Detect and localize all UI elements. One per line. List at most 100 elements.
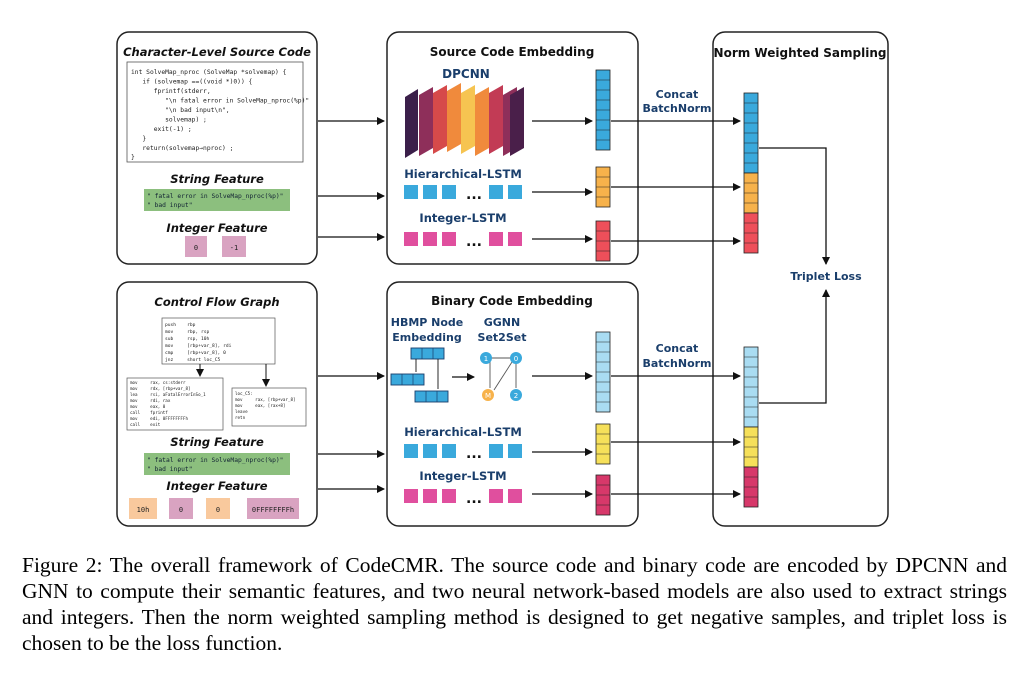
binary-integer-vector [595,474,611,516]
graph-node [510,389,522,401]
source-code-box [126,61,304,163]
token-square [404,185,418,199]
dpcnn-layer [475,87,489,156]
source-integer-vector [595,220,611,262]
dpcnn-layer [405,89,418,158]
token-square [442,489,456,503]
graph-node [480,352,492,364]
token-square [489,444,503,458]
graph-node-label: 0 [514,355,518,363]
binary-string-box [144,453,290,475]
dpcnn-layer [433,85,447,154]
asm-line: lea rsi, aFatalErrorInSo_1 [130,392,206,397]
integer-chip-value: 10h [137,506,150,514]
ggnn-label: Set2Set [478,331,527,344]
code-line: int SolveMap_nproc (SolveMap *solvemap) … [131,69,287,76]
token-square [508,185,522,199]
token-square [489,489,503,503]
asm-line: mov [rbp+var_8], rdi [165,343,232,349]
dpcnn-layer [447,83,461,152]
code-line: } [131,154,135,161]
integer-chip-value: 0 [194,244,198,252]
dpcnn-layer [489,85,503,154]
integer-chip-value: 0FFFFFFFFh [252,506,294,514]
integer-chip [247,498,299,519]
asm-line: mov eax, [rax+8] [235,403,285,408]
figure-caption: Figure 2: The overall framework of CodeC… [22,553,1007,655]
ellipsis: ... [466,234,482,250]
token-square [508,444,522,458]
binary-string-feature-label: String Feature [170,435,264,449]
source-integer-feature-label: Integer Feature [166,221,267,235]
integer-chip-value: 0 [179,506,183,514]
token-square [423,444,437,458]
flow-arrows [318,117,830,498]
asm-line: mov rax, cs:stderr [130,380,186,385]
asm-line: mov rdi, rax [130,398,171,403]
token-square [404,489,418,503]
source-code-text: int SolveMap_nproc (SolveMap *solvemap) … [131,69,309,161]
token-square [442,185,456,199]
integer-chip [185,236,207,257]
binary-graph-vector [595,331,611,413]
code-line: "\n bad input\n", [131,107,230,114]
asm-line: leave [235,409,248,414]
asm-line: jnz short loc_C5 [165,357,221,363]
token-square [423,185,437,199]
int-lstm-label: Integer-LSTM [419,469,506,483]
token-square [508,489,522,503]
integer-chip [206,498,230,519]
source-string-feature-label: String Feature [170,172,264,186]
dpcnn-label: DPCNN [442,67,490,81]
concat-label: Concat [656,88,699,101]
dpcnn-layers [405,83,524,158]
code-line: exit(-1) ; [131,126,192,133]
triplet-loss-label: Triplet Loss [790,270,862,283]
integer-chip [129,498,157,519]
string-line: " fatal error in SolveMap_nproc(%p)" [147,193,283,200]
batchnorm-label: BatchNorm [642,102,711,115]
token-square [404,444,418,458]
hbmp-label: HBMP Node [391,316,464,329]
framework-diagram: Character-Level Source Code int SolveMap… [116,31,889,527]
asm-line: mov eax, 0 [130,404,166,409]
hbmp-node-embedding-graphic [390,347,449,403]
code-line: solvemap) ; [131,117,207,124]
hier-lstm-label: Hierarchical-LSTM [404,425,522,439]
asm-line: call exit [130,422,161,427]
code-line: return(solvemap→nproc) ; [131,145,233,152]
code-line: if (solvemap ==((void *)0)) { [131,79,253,86]
graph-node-label: 2 [514,392,518,400]
source-concat-vector [743,92,759,254]
integer-chip [169,498,193,519]
hbmp-label: Embedding [392,331,462,344]
binary-embedding-panel [386,281,639,527]
cfg-top-block [161,317,276,365]
binary-concat-vector [743,346,759,508]
ellipsis: ... [466,491,482,507]
arrow-to-triplet-loss [759,289,830,404]
token-square [442,444,456,458]
token-square [404,232,418,246]
batchnorm-label: BatchNorm [642,357,711,370]
asm-line: cmp [rbp+var_8], 0 [165,350,226,356]
token-square [442,232,456,246]
asm-line: push rbp [165,322,196,328]
dpcnn-layer [461,85,475,154]
graph-node-label: 1 [484,355,488,363]
asm-line: mov edi, 0FFFFFFFFh [130,416,188,421]
source-code-title: Character-Level Source Code [123,45,311,59]
ellipsis: ... [466,446,482,462]
binary-string-vector [595,423,611,465]
binary-embedding-title: Binary Code Embedding [431,294,593,308]
token-square [489,232,503,246]
string-line: " bad input" [147,466,193,473]
source-string-vector [595,166,611,208]
token-square [423,489,437,503]
code-line: } [131,136,146,143]
binary-integer-feature-label: Integer Feature [166,479,267,493]
dpcnn-layer [419,87,433,156]
token-square [423,232,437,246]
graph-node [482,389,494,401]
graph-node [510,352,522,364]
